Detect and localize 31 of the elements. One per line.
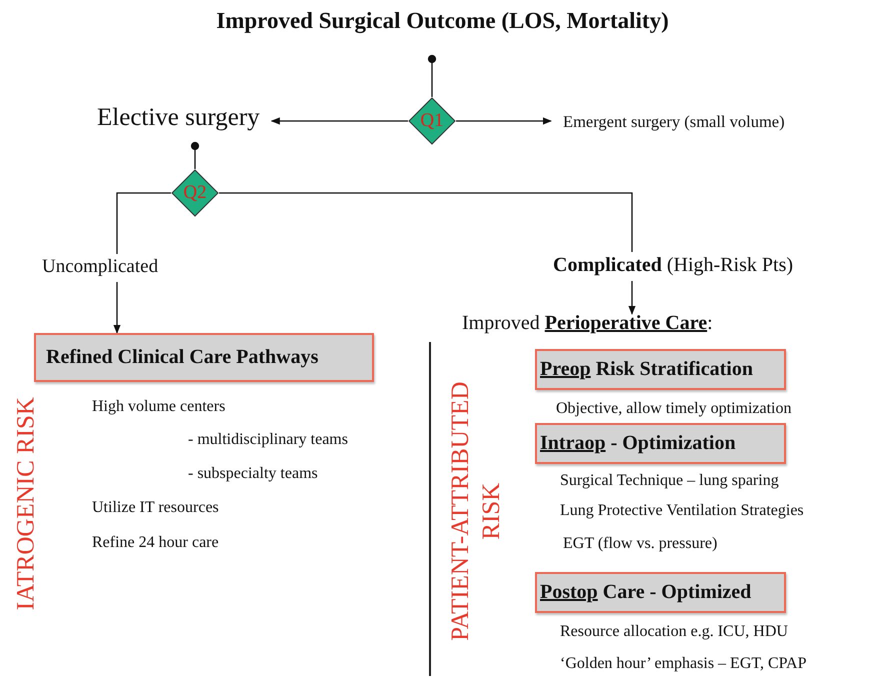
- connector-line: [219, 192, 633, 252]
- arrow: [113, 282, 121, 334]
- branch-label: Uncomplicated: [42, 256, 158, 278]
- list-item: ‘Golden hour’ emphasis – EGT, CPAP: [560, 655, 807, 673]
- list-item: Refine 24 hour care: [92, 534, 219, 552]
- list-item: EGT (flow vs. pressure): [563, 535, 718, 553]
- decision-diamond: Q2: [171, 169, 219, 217]
- category-box: Intraop - Optimization: [535, 423, 786, 464]
- list-item: - subspecialty teams: [188, 465, 318, 483]
- category-box: Preop Risk Stratification: [535, 349, 786, 390]
- list-item: - multidisciplinary teams: [188, 431, 348, 449]
- decision-diamond: Q1: [408, 97, 456, 145]
- risk-label: IATROGENIC RISK: [11, 396, 40, 612]
- section-heading: Improved Perioperative Care:: [462, 312, 713, 335]
- arrow: [456, 117, 552, 125]
- branch-label: Complicated (High-Risk Pts): [553, 254, 794, 277]
- list-item: Utilize IT resources: [92, 499, 219, 517]
- connector-line: [116, 192, 171, 254]
- category-box: Postop Care - Optimized: [535, 572, 786, 613]
- arrow: [628, 281, 636, 315]
- branch-label: Emergent surgery (small volume): [563, 112, 785, 132]
- list-item: Surgical Technique – lung sparing: [560, 472, 779, 490]
- branch-label: Elective surgery: [97, 104, 260, 132]
- title: Improved Surgical Outcome (LOS, Mortality): [215, 8, 670, 34]
- list-item: Resource allocation e.g. ICU, HDU: [560, 623, 788, 641]
- risk-label: PATIENT-ATTRIBUTED RISK: [446, 380, 506, 642]
- list-item: Objective, allow timely optimization: [556, 400, 792, 418]
- pathway-box: Refined Clinical Care Pathways: [34, 333, 374, 382]
- list-item: Lung Protective Ventilation Strategies: [560, 502, 804, 520]
- list-item: High volume centers: [92, 398, 226, 416]
- arrow: [270, 117, 408, 125]
